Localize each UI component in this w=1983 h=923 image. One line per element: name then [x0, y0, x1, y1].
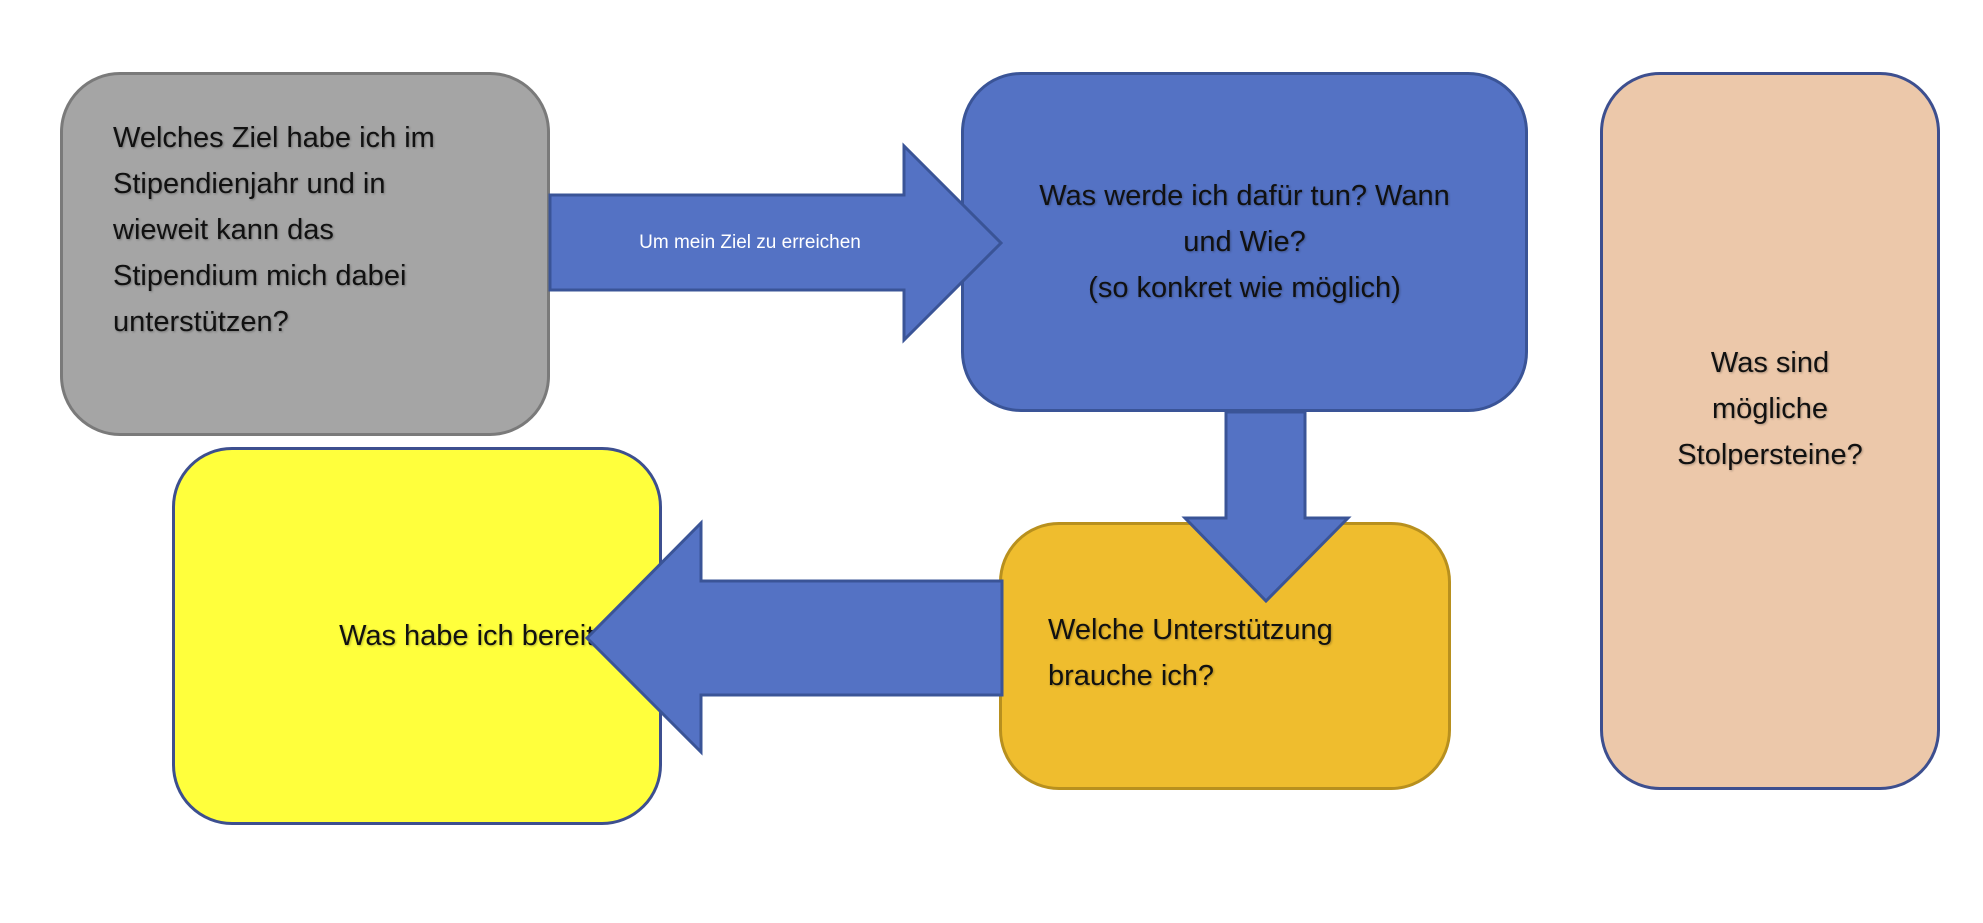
- goal-box: Welches Ziel habe ich im Stipendienjahr …: [60, 72, 550, 436]
- action-plan-box: Was werde ich dafür tun? Wann und Wie? (…: [961, 72, 1528, 412]
- obstacles-box: Was sind mögliche Stolpersteine?: [1600, 72, 1940, 790]
- goal-box-text: Welches Ziel habe ich im Stipendienjahr …: [113, 122, 435, 338]
- action-plan-box-text: Was werde ich dafür tun? Wann und Wie? (…: [1039, 180, 1450, 304]
- existing-resources-box: Was habe ich bereits?: [172, 447, 662, 825]
- support-needed-box-text: Welche Unterstützung brauche ich?: [1048, 614, 1333, 692]
- support-needed-box: Welche Unterstützung brauche ich?: [999, 522, 1451, 790]
- obstacles-box-text: Was sind mögliche Stolpersteine?: [1677, 347, 1863, 471]
- existing-resources-box-text: Was habe ich bereits?: [339, 620, 625, 652]
- arrow-right-label: Um mein Ziel zu erreichen: [639, 232, 861, 253]
